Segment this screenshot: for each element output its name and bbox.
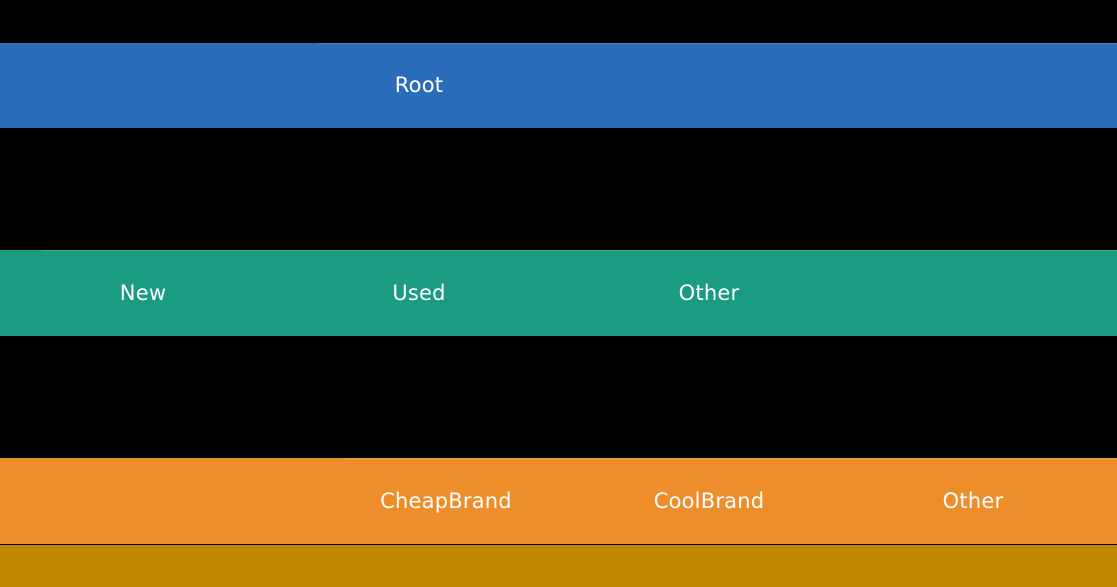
icicle-node-other[interactable]: Other	[872, 458, 1074, 544]
icicle-node-condition-level-2[interactable]	[243, 250, 318, 336]
icicle-node-label: CoolBrand	[653, 488, 765, 513]
icicle-node-leaf-level-0[interactable]	[0, 545, 1117, 587]
icicle-node-condition-level-0[interactable]	[0, 250, 43, 336]
icicle-node-root-level-2[interactable]	[520, 43, 1117, 128]
icicle-level-leaf-level	[0, 545, 1117, 587]
icicle-node-condition-level-4[interactable]	[520, 250, 608, 336]
icicle-node-condition-level-6[interactable]	[810, 250, 1117, 336]
icicle-node-brand-level-6[interactable]	[1074, 458, 1117, 544]
icicle-node-brand-level-2[interactable]	[547, 458, 608, 544]
icicle-node-new[interactable]: New	[43, 250, 243, 336]
icicle-node-coolbrand[interactable]: CoolBrand	[608, 458, 810, 544]
icicle-node-brand-level-4[interactable]	[810, 458, 872, 544]
icicle-node-label: CheapBrand	[380, 488, 512, 513]
icicle-node-brand-level-0[interactable]	[0, 458, 345, 544]
icicle-level-brand-level: CheapBrand CoolBrand Other	[0, 458, 1117, 544]
icicle-node-label: Other	[942, 488, 1004, 513]
icicle-node-label: Root	[394, 73, 444, 97]
icicle-node-used[interactable]: Used	[318, 250, 520, 336]
icicle-node-other[interactable]: Other	[608, 250, 810, 336]
icicle-node-label: Used	[392, 280, 446, 305]
icicle-level-root-level: Root	[0, 43, 1117, 128]
icicle-node-cheapbrand[interactable]: CheapBrand	[345, 458, 547, 544]
icicle-node-root-level-0[interactable]	[0, 43, 318, 128]
icicle-node-label: Other	[678, 280, 740, 305]
icicle-level-condition-level: New Used Other	[0, 250, 1117, 336]
icicle-node-label: New	[119, 280, 167, 305]
icicle-node-root[interactable]: Root	[318, 43, 520, 128]
